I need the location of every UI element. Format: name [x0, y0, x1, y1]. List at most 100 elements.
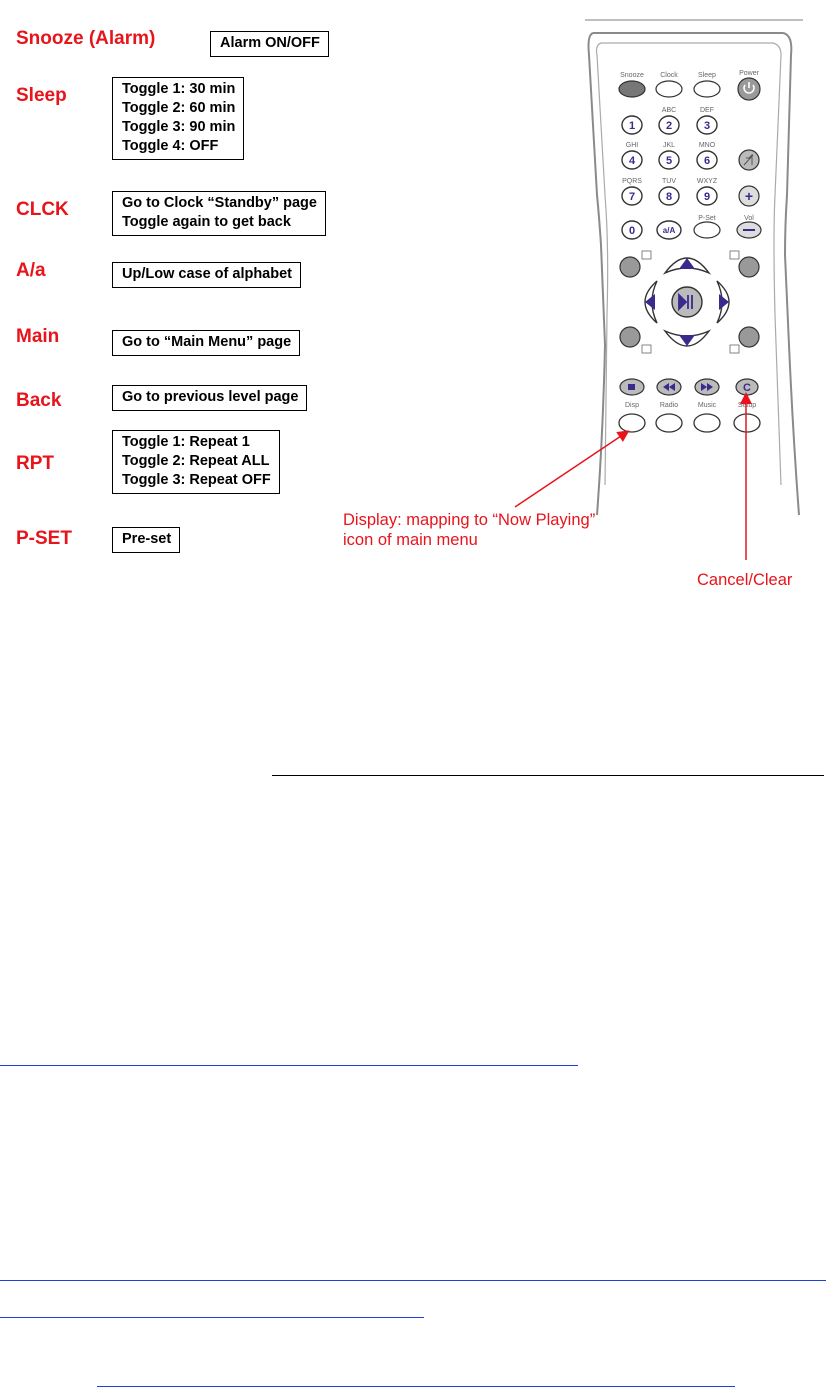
bottom-button-row: Disp Radio Music Setup — [618, 402, 761, 433]
digit-text: 5 — [666, 155, 672, 167]
desc-case: Up/Low case of alphabet — [112, 262, 301, 288]
blue-underline[interactable] — [0, 1280, 826, 1281]
display-note-line-2: icon of main menu — [343, 531, 478, 549]
desc-snooze: Alarm ON/OFF — [210, 31, 329, 57]
vol-label: Vol — [744, 215, 754, 222]
music-key[interactable] — [693, 413, 721, 433]
transport-row: C — [619, 378, 759, 396]
back-key[interactable] — [738, 256, 760, 278]
remote-key-label: Clock — [660, 72, 678, 79]
digit-key-2[interactable] — [658, 115, 680, 135]
keypad-row-4: P-Set Vol 0 a/A — [621, 215, 762, 240]
desc-main: Go to “Main Menu” page — [112, 330, 301, 356]
keypad-letters: GHI — [626, 142, 639, 149]
power-icon — [743, 82, 755, 94]
digit-key-4[interactable] — [621, 150, 643, 170]
case-key-text: a/A — [663, 226, 676, 235]
disp-key[interactable] — [618, 413, 646, 433]
cancel-note: Cancel/Clear — [697, 571, 793, 589]
clock-key[interactable] — [655, 80, 683, 98]
case-key[interactable] — [656, 220, 682, 240]
label-case: A/a — [16, 260, 46, 281]
desc-line: Pre-set — [122, 531, 172, 547]
remote-key-label: Sleep — [698, 72, 716, 79]
left-arrow-icon — [645, 294, 655, 310]
keypad-letters: MNO — [699, 142, 716, 149]
desc-line: Toggle 1: 30 min — [122, 81, 236, 97]
main-icon — [641, 250, 652, 260]
pset-label: P-Set — [698, 215, 716, 222]
desc-clck: Go to Clock “Standby” page Toggle again … — [112, 191, 326, 236]
digit-text: 9 — [704, 191, 710, 203]
mute-icon — [743, 153, 754, 166]
digit-text: 6 — [704, 155, 710, 167]
label-pset: P-SET — [16, 528, 72, 549]
sleep-key[interactable] — [693, 80, 721, 98]
rewind-icon — [663, 383, 675, 391]
digit-key-9[interactable] — [696, 186, 718, 206]
desc-back: Go to previous level page — [112, 385, 308, 411]
desc-line: Toggle again to get back — [122, 214, 291, 230]
label-main: Main — [16, 326, 60, 347]
desc-line: Toggle 2: 60 min — [122, 100, 236, 116]
remote-key-label: Radio — [660, 402, 678, 409]
shuffle-icon — [729, 344, 740, 354]
blue-underline[interactable] — [0, 1317, 424, 1318]
rpt-key[interactable] — [619, 326, 641, 348]
back-icon — [729, 250, 740, 260]
snooze-key[interactable] — [618, 80, 646, 98]
zero-key[interactable] — [621, 220, 643, 240]
desc-line: Toggle 3: 90 min — [122, 119, 236, 135]
forward-icon — [701, 383, 713, 391]
plus-icon: + — [745, 188, 753, 204]
remote-control-illustration: Snooze Clock Sleep Power 1ABC2DEF3GHI4JK… — [585, 19, 803, 516]
shuffle-key[interactable] — [738, 326, 760, 348]
remote-key-label: Power — [739, 70, 760, 77]
digit-key-5[interactable] — [658, 150, 680, 170]
digit-text: 4 — [629, 155, 636, 167]
horizontal-rule — [272, 775, 824, 776]
desc-line: Toggle 3: Repeat OFF — [122, 472, 271, 488]
zero-digit: 0 — [629, 225, 635, 237]
keypad-letters: TUV — [662, 178, 676, 185]
digit-text: 3 — [704, 120, 710, 132]
remote-key-label: Snooze — [620, 72, 644, 79]
blue-underline[interactable] — [0, 1065, 578, 1066]
keypad-letters: ABC — [662, 107, 676, 114]
desc-pset: Pre-set — [112, 527, 181, 553]
keypad-letters: PQRS — [622, 178, 642, 185]
vol-up-key[interactable] — [738, 185, 760, 207]
down-arrow-icon — [679, 335, 695, 346]
remote-key-label: Setup — [738, 402, 756, 409]
digit-key-1[interactable] — [621, 115, 643, 135]
keypad-letters: DEF — [700, 107, 714, 114]
right-arrow-icon — [719, 294, 729, 310]
rpt-icon — [641, 344, 652, 354]
remote-key-label: Music — [698, 402, 717, 409]
keypad-letters: WXYZ — [697, 178, 718, 185]
power-key[interactable] — [737, 77, 761, 101]
digit-key-7[interactable] — [621, 186, 643, 206]
main-key[interactable] — [619, 256, 641, 278]
desc-line: Toggle 4: OFF — [122, 138, 219, 154]
digit-key-6[interactable] — [696, 150, 718, 170]
stop-icon — [628, 384, 635, 390]
label-rpt: RPT — [16, 453, 54, 474]
top-button-row: Snooze Clock Sleep Power — [618, 70, 761, 101]
desc-sleep: Toggle 1: 30 min Toggle 2: 60 min Toggle… — [112, 77, 245, 160]
radio-key[interactable] — [655, 413, 683, 433]
digit-key-8[interactable] — [658, 186, 680, 206]
desc-line: Toggle 2: Repeat ALL — [122, 453, 270, 469]
label-sleep: Sleep — [16, 85, 67, 106]
blue-underline[interactable] — [97, 1386, 735, 1387]
digit-key-3[interactable] — [696, 115, 718, 135]
setup-key[interactable] — [733, 413, 761, 433]
digit-text: 8 — [666, 191, 672, 203]
desc-line: Go to Clock “Standby” page — [122, 195, 317, 211]
up-arrow-icon — [679, 258, 695, 269]
pset-key[interactable] — [693, 221, 721, 239]
desc-line: Go to previous level page — [122, 389, 299, 405]
digit-text: 7 — [629, 191, 635, 203]
desc-line: Alarm ON/OFF — [220, 35, 320, 51]
